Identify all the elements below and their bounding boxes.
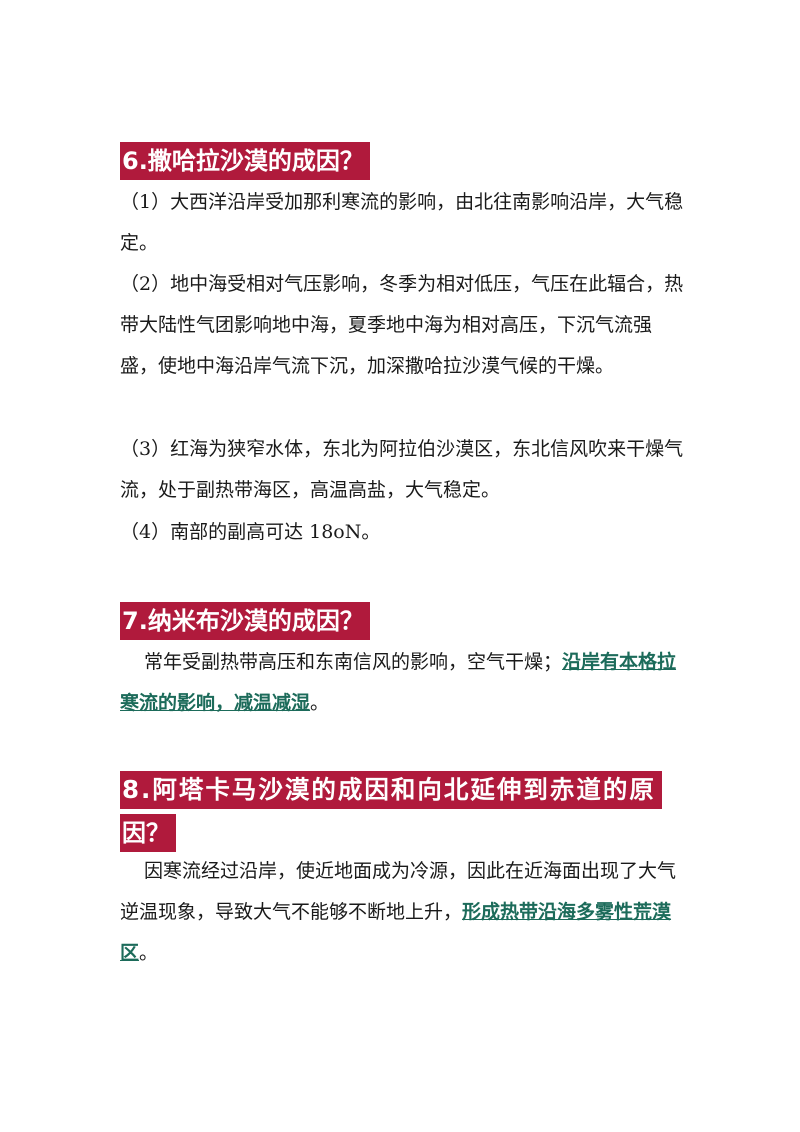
section-6-item-3: （3）红海为狭窄水体，东北为阿拉伯沙漠区，东北信风吹来干燥气流，处于副热带海区，… <box>120 438 684 501</box>
section-8-body: 因寒流经过沿岸，使近地面成为冷源，因此在近海面出现了大气逆温现象，导致大气不能够… <box>120 851 686 974</box>
section-7-highlight: 沿岸有本格拉寒流的影响，减温减湿 <box>120 651 677 714</box>
section-8-heading-line-1: 8.阿塔卡马沙漠的成因和向北延伸到赤道的原 <box>120 771 662 809</box>
section-6-item-2: （2）地中海受相对气压影响，冬季为相对低压，气压在此辐合，热带大陆性气团影响地中… <box>120 273 684 377</box>
section-7-body: 常年受副热带高压和东南信风的影响，空气干燥；沿岸有本格拉寒流的影响，减温减湿。 <box>120 642 686 724</box>
section-8-heading-line-2: 因？ <box>120 814 176 852</box>
section-7-text: 常年受副热带高压和东南信风的影响，空气干燥； <box>144 651 563 673</box>
section-8-text: 因寒流经过沿岸，使近地面成为冷源，因此在近海面出现了大气逆温现象，导致大气不能够… <box>120 860 677 923</box>
section-6-item-4: （4）南部的副高可达 18oN。 <box>120 521 381 543</box>
section-7-heading: 7.纳米布沙漠的成因？ <box>120 602 370 640</box>
section-6-item-1: （1）大西洋沿岸受加那利寒流的影响，由北往南影响沿岸，大气稳定。 <box>120 191 684 254</box>
section-8-text-end: 。 <box>139 942 159 964</box>
section-8-highlight: 形成热带沿海多雾性荒漠区 <box>120 901 672 964</box>
section-6-heading: 6.撒哈拉沙漠的成因？ <box>120 142 370 180</box>
section-7-text-end: 。 <box>310 692 330 714</box>
